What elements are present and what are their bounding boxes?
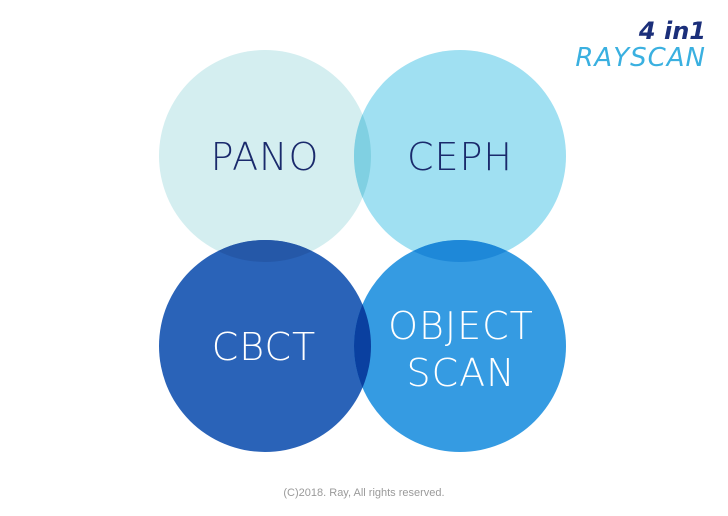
- pano-circle: [159, 50, 371, 262]
- logo-rayscan: RAYSCAN: [575, 43, 706, 73]
- ceph-label: CEPH: [407, 135, 513, 179]
- object-scan-circle: [354, 240, 566, 452]
- scan-label: SCAN: [406, 351, 515, 395]
- cbct-label: CBCT: [212, 325, 317, 369]
- logo-4in1: 4 in1: [638, 17, 706, 45]
- pano-label: PANO: [211, 135, 320, 179]
- cbct-circle: [159, 240, 371, 452]
- ceph-circle: [354, 50, 566, 262]
- copyright-footer: (C)2018. Ray, All rights reserved.: [283, 487, 445, 499]
- rayscan-logo: 4 in1 RAYSCAN: [575, 18, 706, 72]
- object-label: OBJECT: [388, 304, 534, 348]
